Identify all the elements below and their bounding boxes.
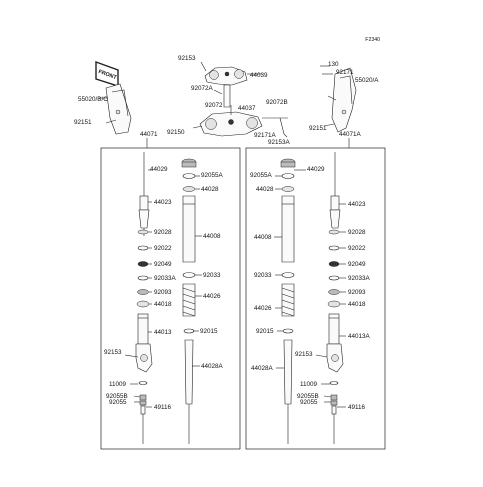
label-top-92072a: 92072A: [191, 85, 214, 92]
figure-code: F2340: [365, 37, 380, 43]
label-right-92033a: 92033A: [348, 275, 371, 282]
label-top-92153: 92153: [178, 55, 196, 62]
label-right-92093: 92093: [348, 289, 366, 296]
left-box-title: 44071: [140, 131, 158, 138]
label-right-44026: 44026: [254, 305, 272, 312]
front-direction-badge: FRONT: [95, 61, 119, 87]
label-top-130: 130: [328, 61, 339, 68]
label-top-92072: 92072: [205, 102, 223, 109]
label-left-92022: 92022: [154, 245, 172, 252]
label-left-92093: 92093: [154, 289, 172, 296]
label-top-92153a: 92153A: [268, 139, 291, 146]
label-left-44013: 44013: [154, 329, 172, 336]
label-right-92055: 92055: [300, 399, 318, 406]
label-top-92171: 92171: [336, 69, 354, 76]
label-left-49116: 49116: [154, 404, 172, 411]
label-right-92049: 92049: [348, 261, 366, 268]
label-left-44026: 44026: [203, 293, 221, 300]
label-left-92033: 92033: [203, 272, 221, 279]
label-left-44018: 44018: [154, 301, 172, 308]
label-right-92055b: 92055B: [297, 393, 319, 400]
label-left-11009: 11009: [109, 381, 127, 388]
label-top-55020-a: 55020/A: [355, 77, 379, 84]
label-left-44008: 44008: [203, 233, 221, 240]
label-left-92015: 92015: [200, 328, 218, 335]
label-left-92055a: 92055A: [201, 172, 224, 179]
label-right-92033: 92033: [254, 272, 272, 279]
label-left-92055b: 92055B: [106, 393, 128, 400]
label-top-44039: 44039: [250, 72, 268, 79]
label-right-44018: 44018: [348, 301, 366, 308]
label-top-92150: 92150: [167, 129, 185, 136]
label-right-92153: 92153: [295, 351, 313, 358]
label-left-92049: 92049: [154, 261, 172, 268]
label-left-44028: 44028: [201, 186, 219, 193]
right-fork-box: [245, 147, 386, 450]
label-top-92151-right: 92151: [309, 125, 327, 132]
label-right-92055a: 92055A: [250, 172, 273, 179]
upper-triple-clamp: [200, 61, 262, 108]
right-fork-cover: [320, 65, 357, 133]
label-left-44023: 44023: [154, 199, 172, 206]
label-top-55020-b-c: 55020/B/C: [78, 96, 108, 103]
label-right-49116: 49116: [348, 404, 366, 411]
label-left-92055: 92055: [109, 399, 127, 406]
left-fork-cover: [99, 83, 132, 135]
left-fork-parts: [124, 152, 202, 444]
label-right-92015: 92015: [256, 328, 274, 335]
label-left-92028: 92028: [154, 229, 172, 236]
label-left-44028a: 44028A: [201, 363, 224, 370]
label-left-44029: 44029: [150, 166, 168, 173]
label-top-92171a: 92171A: [254, 132, 277, 139]
label-top-92072b: 92072B: [266, 99, 288, 106]
label-left-92033a: 92033A: [154, 275, 177, 282]
label-right-44029: 44029: [307, 166, 325, 173]
label-right-92028: 92028: [348, 229, 366, 236]
left-fork-box: [100, 147, 241, 450]
label-right-92022: 92022: [348, 245, 366, 252]
lower-triple-clamp: [192, 105, 288, 138]
right-box-title: 44071A: [339, 131, 362, 138]
right-fork-parts: [274, 152, 346, 444]
label-right-44008: 44008: [254, 234, 272, 241]
label-right-11009: 11009: [300, 381, 318, 388]
label-top-44037: 44037: [238, 105, 256, 112]
label-right-44028: 44028: [256, 186, 274, 193]
label-right-44028a: 44028A: [251, 365, 274, 372]
label-right-44013a: 44013A: [348, 333, 371, 340]
label-right-44023: 44023: [348, 201, 366, 208]
label-left-92153: 92153: [104, 349, 122, 356]
label-top-92151-left: 92151: [74, 119, 92, 126]
